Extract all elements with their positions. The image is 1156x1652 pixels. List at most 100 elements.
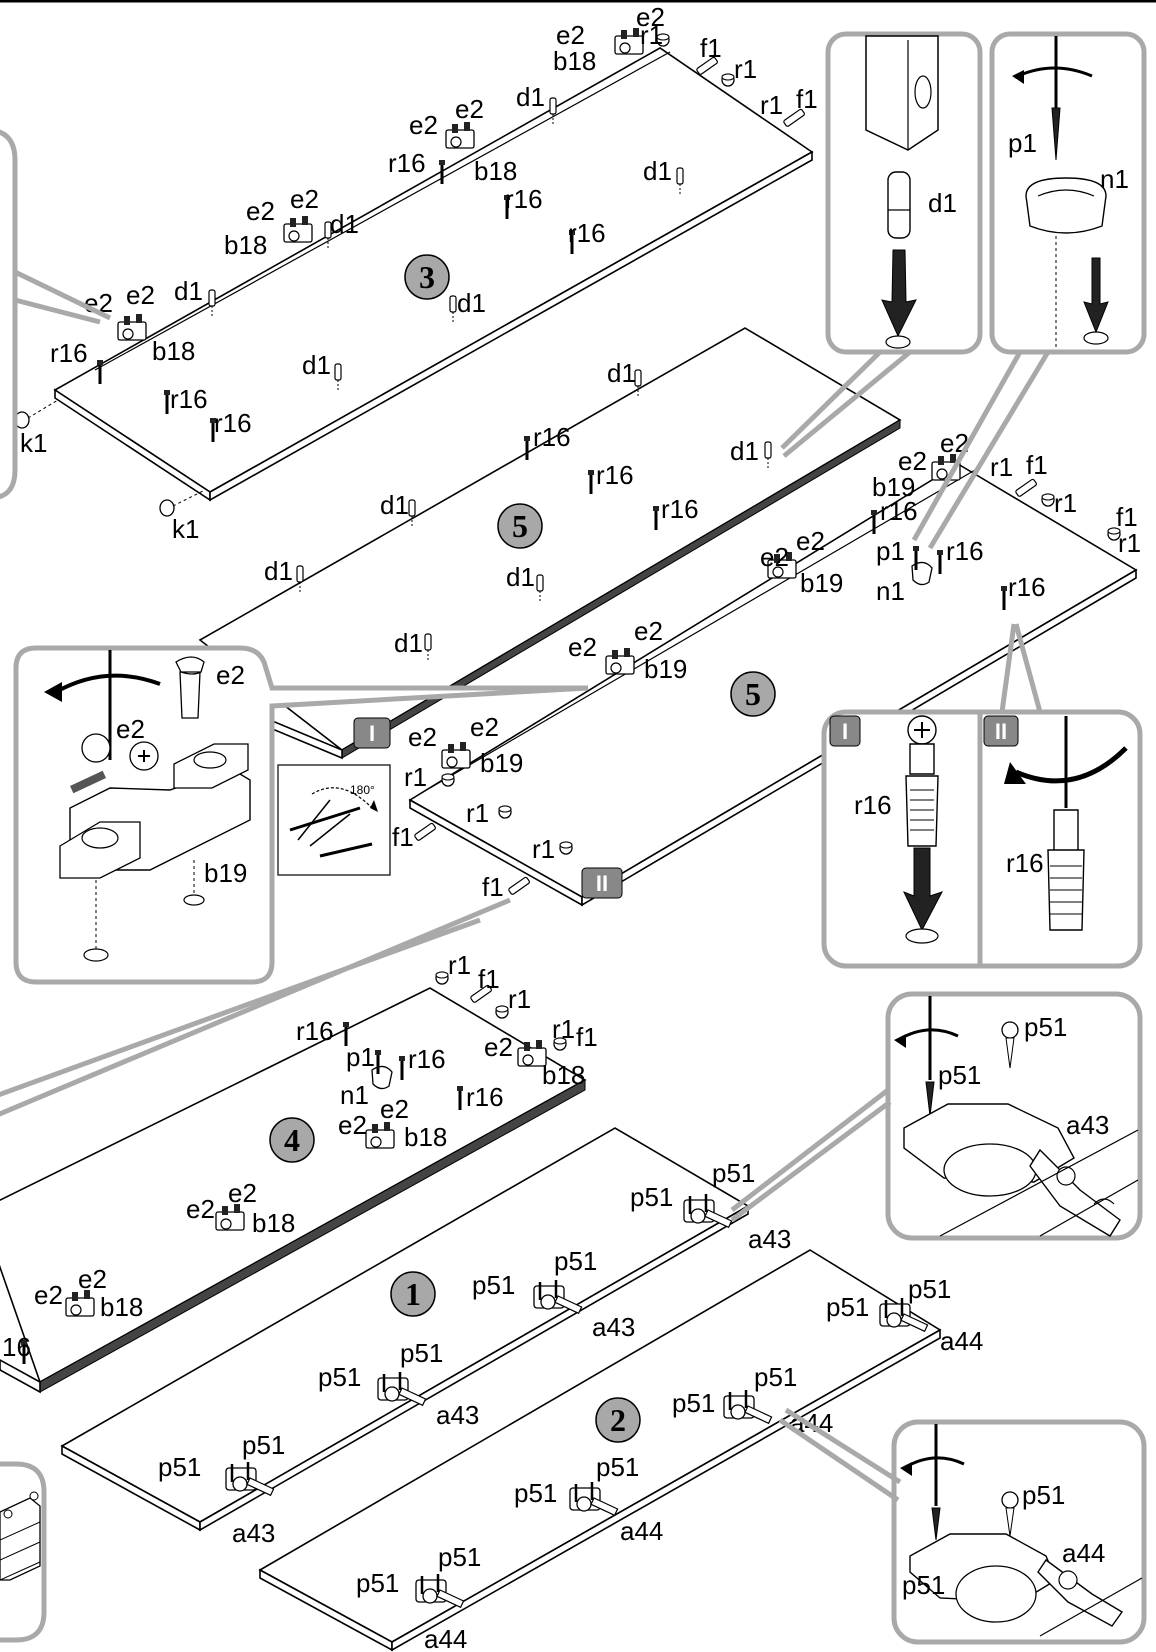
label-a44: a44 — [940, 1326, 983, 1356]
label-d1: d1 — [264, 556, 293, 586]
down-arrow-icon — [881, 249, 917, 338]
hinge-labels: p51 p51 a43 p51 p51 a43 p51 p51 a44 p51 … — [158, 1158, 983, 1652]
label-p51: p51 — [400, 1338, 443, 1368]
label-b19: b19 — [800, 568, 843, 598]
label-p51: p51 — [158, 1452, 201, 1482]
callout-label-n1: n1 — [1100, 164, 1129, 194]
label-b18: b18 — [152, 336, 195, 366]
label-p51: p51 — [438, 1542, 481, 1572]
label-r1: r1 — [640, 20, 663, 50]
stage-tag-1: I — [842, 719, 848, 744]
knob-icon — [159, 499, 175, 517]
label-r1: r1 — [466, 798, 489, 828]
step-badge-3 — [404, 254, 450, 300]
step-number-5: 5 — [512, 508, 528, 544]
label-f1: f1 — [1116, 502, 1138, 532]
label-r16: r16 — [505, 184, 543, 214]
label-d1: d1 — [506, 562, 535, 592]
label-b18: b18 — [542, 1060, 585, 1090]
callout-label-r16: r16 — [854, 790, 892, 820]
callout-p1-n1: p1 n1 — [989, 31, 1147, 355]
label-r1: r1 — [532, 834, 555, 864]
callout-leader — [730, 1088, 892, 1223]
label-d1: d1 — [174, 276, 203, 306]
rotate-inset: 180° — [277, 764, 391, 876]
label-e2: e2 — [568, 632, 597, 662]
label-e2: e2 — [796, 526, 825, 556]
callout-label-a43: a43 — [1066, 1110, 1109, 1140]
label-p51: p51 — [826, 1292, 869, 1322]
cam-holder-icon — [911, 544, 933, 586]
rotate-arrow-icon — [55, 673, 161, 694]
panel-3: 3 e2 e2 r1 b18 f1 r1 r1 f1 d1 e2 e2 r16 … — [14, 2, 818, 544]
callout-label-r16: r16 — [1006, 848, 1044, 878]
label-e2: e2 — [34, 1280, 63, 1310]
callout-label-a44: a44 — [1062, 1538, 1105, 1568]
cam-holder-icon — [371, 1048, 393, 1090]
label-e2: e2 — [338, 1110, 367, 1140]
label-e2: e2 — [760, 542, 789, 572]
step-number-5: 5 — [745, 676, 761, 712]
step-badge-1 — [390, 1271, 436, 1317]
label-p51: p51 — [514, 1478, 557, 1508]
callout-label-e2: e2 — [216, 660, 245, 690]
label-p51: p51 — [630, 1182, 673, 1212]
callout-a44: p51 p51 a44 — [891, 1419, 1147, 1645]
label-d1: d1 — [380, 490, 409, 520]
label-e2: e2 — [636, 2, 665, 32]
label-p51: p51 — [596, 1452, 639, 1482]
label-e2: e2 — [290, 184, 319, 214]
label-d1: d1 — [330, 209, 359, 239]
label-p51: p51 — [712, 1158, 755, 1188]
label-r1: r1 — [990, 452, 1013, 482]
callout-label-d1: d1 — [928, 188, 957, 218]
rotation-label: 180° — [350, 783, 375, 797]
callout-label-e2: e2 — [116, 714, 145, 744]
label-d1: d1 — [302, 350, 331, 380]
callout-leader — [780, 350, 912, 458]
label-b18: b18 — [474, 156, 517, 186]
label-b18: b18 — [252, 1208, 295, 1238]
label-e2: e2 — [556, 20, 585, 50]
label-d1: d1 — [643, 156, 672, 186]
label-r1: r1 — [448, 950, 471, 980]
label-r16: r16 — [388, 148, 426, 178]
step-number-3: 3 — [419, 259, 435, 295]
label-e2: e2 — [455, 94, 484, 124]
label-r16: r16 — [880, 496, 918, 526]
label-k1: k1 — [20, 428, 47, 458]
label-d1: d1 — [730, 436, 759, 466]
panel-1: 1 — [60, 1127, 750, 1532]
label-r16: 16 — [2, 1332, 31, 1362]
label-b18: b18 — [224, 230, 267, 260]
label-r16: r16 — [568, 218, 606, 248]
label-r16: r16 — [170, 384, 208, 414]
step-number-4: 4 — [284, 1122, 300, 1158]
svg-text:I: I — [369, 721, 375, 746]
label-b18: b18 — [553, 46, 596, 76]
label-f1: f1 — [796, 84, 818, 114]
label-a44: a44 — [424, 1624, 467, 1652]
label-r16: r16 — [533, 422, 571, 452]
callout-label-p1: p1 — [1008, 128, 1037, 158]
stage-tag-2: II — [995, 719, 1007, 744]
callout-e2-b19: e2 e2 b19 — [13, 645, 589, 985]
step-badge-2 — [595, 1397, 641, 1443]
label-d1: d1 — [607, 358, 636, 388]
label-p51: p51 — [554, 1246, 597, 1276]
callout-label-p51: p51 — [1022, 1480, 1065, 1510]
label-r16: r16 — [466, 1082, 504, 1112]
label-b18: b18 — [404, 1122, 447, 1152]
label-f1: f1 — [482, 872, 504, 902]
label-d1: d1 — [457, 288, 486, 318]
panel-5-board: 5 d1 r16 d1 r16 d1 r16 d1 d1 d1 — [198, 327, 902, 760]
label-e2: e2 — [408, 722, 437, 752]
label-p51: p51 — [356, 1568, 399, 1598]
callout-r16: I II r16 r16 — [821, 709, 1143, 969]
callout-leader — [911, 350, 1051, 550]
label-p1: p1 — [876, 536, 905, 566]
stage-tag-2: II — [581, 867, 623, 899]
step-number-1: 1 — [405, 1276, 421, 1312]
label-k1: k1 — [172, 514, 199, 544]
